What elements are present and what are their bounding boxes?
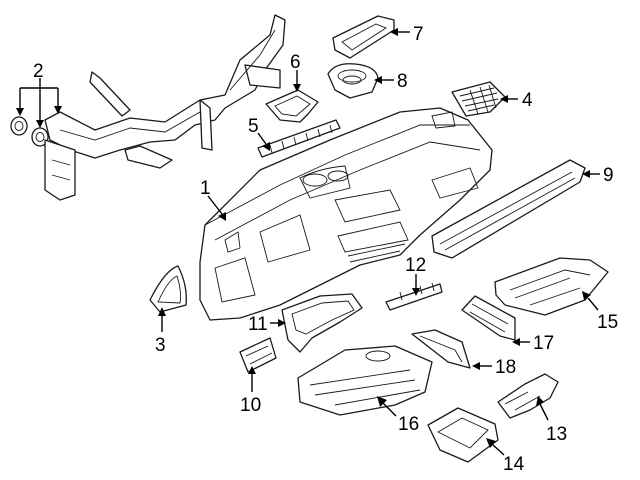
part-9-side-trim bbox=[431, 159, 586, 259]
callout-8: 8 bbox=[397, 71, 408, 92]
part-7-trim-panel bbox=[332, 15, 395, 59]
part-4-vent-grille bbox=[451, 81, 506, 117]
callout-12: 12 bbox=[405, 255, 426, 276]
callout-4: 4 bbox=[522, 90, 533, 111]
part-10-small-bracket bbox=[239, 337, 277, 373]
callout-16: 16 bbox=[398, 414, 419, 435]
callout-1: 1 bbox=[200, 178, 211, 199]
callout-6: 6 bbox=[290, 52, 301, 73]
callout-15: 15 bbox=[597, 312, 618, 333]
callout-3: 3 bbox=[155, 335, 166, 356]
callout-7: 7 bbox=[413, 24, 424, 45]
cross-car-beam bbox=[44, 14, 286, 201]
part-8-cup-holder bbox=[327, 63, 379, 99]
callout-13: 13 bbox=[546, 424, 567, 445]
part-14-glove-box-door bbox=[427, 407, 499, 463]
callout-17: 17 bbox=[533, 333, 554, 354]
part-16-glove-box bbox=[297, 345, 433, 416]
part-17-lower-panel bbox=[461, 295, 516, 341]
callout-18: 18 bbox=[495, 357, 516, 378]
leader-lines bbox=[16, 28, 600, 456]
part-12-bracket bbox=[385, 282, 443, 311]
part-13-switch-pod bbox=[497, 373, 559, 419]
callout-10: 10 bbox=[240, 395, 261, 416]
part-5-vent-strip bbox=[257, 119, 341, 158]
part-15-lower-panel bbox=[494, 257, 609, 316]
part-18-knee-panel bbox=[411, 329, 471, 369]
part-1-instrument-panel bbox=[199, 107, 493, 321]
callout-5: 5 bbox=[248, 116, 259, 137]
part-3-end-trim bbox=[149, 265, 187, 313]
callout-14: 14 bbox=[503, 454, 525, 475]
part-2-grommets bbox=[10, 116, 49, 147]
callout-11: 11 bbox=[248, 314, 268, 335]
part-6-bezel bbox=[265, 89, 319, 123]
callout-2: 2 bbox=[33, 61, 44, 82]
part-11-cluster-hood bbox=[281, 293, 363, 353]
callout-9: 9 bbox=[603, 165, 614, 186]
